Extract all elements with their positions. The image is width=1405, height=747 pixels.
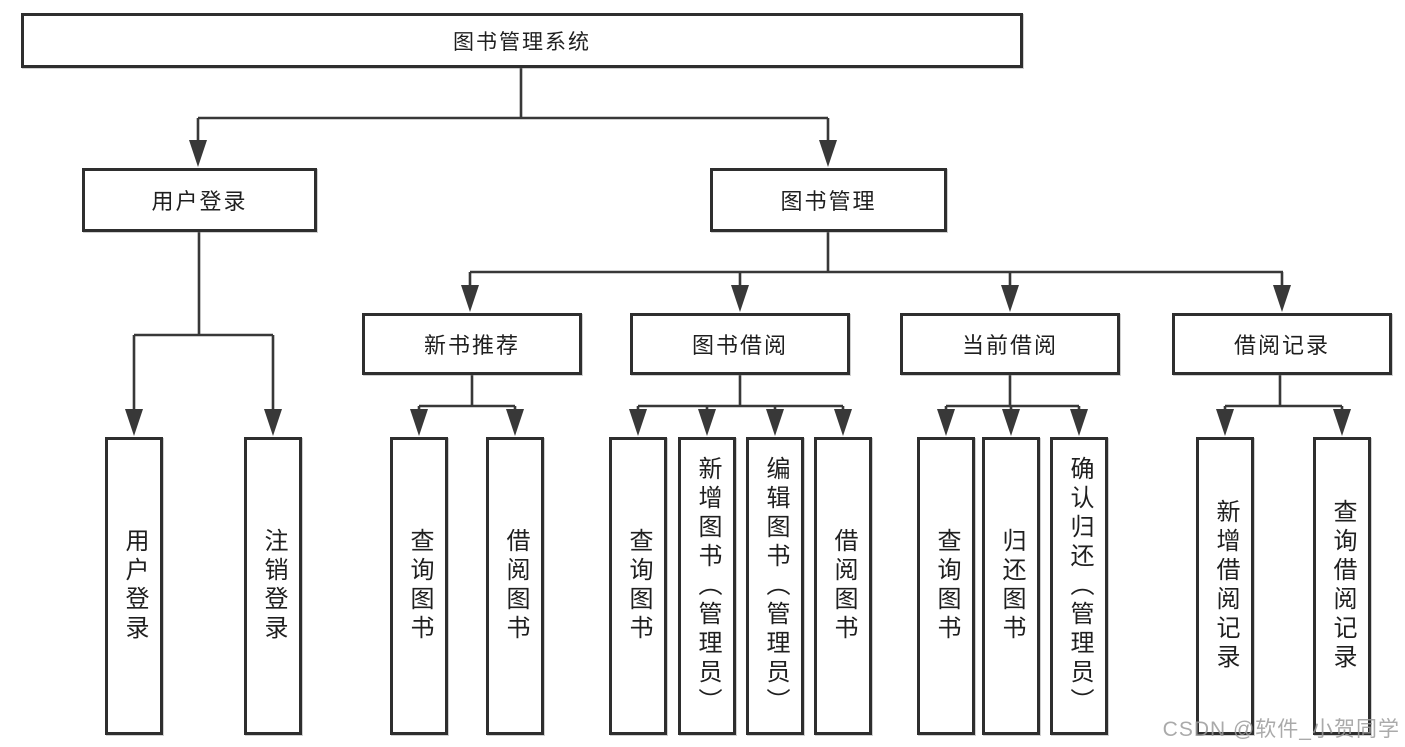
leaf-return-books: 归还图书 [982,437,1040,735]
leaf-borrow-books: 借阅图书 [814,437,872,735]
leaf-query-books-recommend: 查询图书 [390,437,448,735]
leaf-add-books-admin: 新增图书（管理员） [678,437,736,735]
node-label: 新增图书（管理员） [694,455,721,717]
node-label: 新增借阅记录 [1212,499,1239,673]
node-label: 查询借阅记录 [1329,499,1356,673]
node-user-login: 用户登录 [82,168,317,232]
leaf-user-login: 用户登录 [105,437,163,735]
node-label: 查询图书 [933,528,960,644]
leaf-logout: 注销登录 [244,437,302,735]
node-label: 当前借阅 [961,333,1058,358]
leaf-query-books-current: 查询图书 [917,437,975,735]
node-book-management: 图书管理 [710,168,947,232]
node-label: 图书借阅 [691,333,788,358]
arrowhead-group [125,140,1351,436]
leaf-borrow-books-recommend: 借阅图书 [486,437,544,735]
csdn-watermark: CSDN @软件_小贺同学 [1162,718,1400,741]
node-new-book-recommendation: 新书推荐 [362,313,582,375]
node-label: 编辑图书（管理员） [762,455,789,717]
node-label: 查询图书 [625,528,652,644]
node-label: 图书管理系统 [453,30,591,54]
node-label: 确认归还（管理员） [1066,455,1093,717]
node-label: 借阅图书 [830,528,857,644]
node-label: 新书推荐 [423,333,520,358]
node-label: 用户登录 [121,528,148,644]
node-label: 归还图书 [998,528,1025,644]
leaf-query-borrow-record: 查询借阅记录 [1313,437,1371,735]
leaf-edit-books-admin: 编辑图书（管理员） [746,437,804,735]
node-label: 查询图书 [406,528,433,644]
node-book-borrowing: 图书借阅 [630,313,850,375]
leaf-add-borrow-record: 新增借阅记录 [1196,437,1254,735]
node-label: 注销登录 [260,528,287,644]
node-library-management-system: 图书管理系统 [21,13,1023,68]
node-label: 用户登录 [151,189,248,214]
node-label: 借阅记录 [1233,333,1330,358]
node-current-borrowing: 当前借阅 [900,313,1120,375]
node-label: 图书管理 [780,189,877,214]
node-borrowing-records: 借阅记录 [1172,313,1392,375]
node-label: 借阅图书 [502,528,529,644]
leaf-query-books-borrowing: 查询图书 [609,437,667,735]
leaf-confirm-return-admin: 确认归还（管理员） [1050,437,1108,735]
